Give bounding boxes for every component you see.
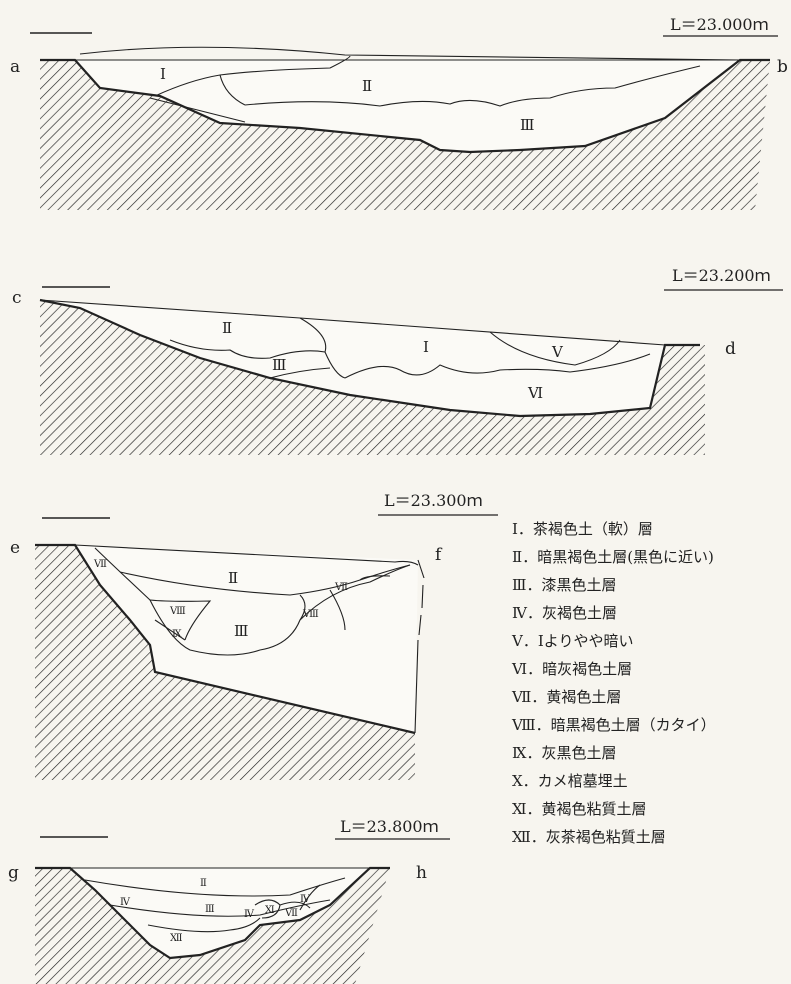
level-label: L＝23.800ｍ (340, 817, 439, 836)
pit-outline (39, 298, 700, 418)
level-label: L＝23.300ｍ (384, 491, 483, 510)
layer-label: Ⅱ (228, 569, 238, 587)
layer-label: Ⅱ (362, 77, 372, 95)
point-label-right: h (416, 863, 427, 883)
legend-item: Ⅴ．Ⅰよりやや暗い (511, 632, 633, 650)
legend-item: Ⅵ．暗灰褐色土層 (511, 660, 632, 678)
point-label-left: a (10, 57, 20, 77)
section-gh: L＝23.800ｍ g h Ⅱ Ⅳ Ⅲ Ⅳ Ⅺ Ⅶ Ⅳ Ⅻ (8, 817, 450, 984)
layer-label: Ⅷ (169, 606, 186, 617)
section-ab: L＝23.000ｍ a b Ⅰ Ⅱ Ⅲ (10, 15, 788, 210)
legend-item: Ⅺ．黄褐色粘質土層 (512, 800, 647, 818)
layer-label: Ⅳ (120, 897, 131, 908)
layer-label: Ⅱ (222, 319, 232, 337)
layer-label: Ⅰ (423, 338, 429, 356)
point-label-left: c (12, 288, 22, 308)
legend-item: Ⅶ．黄褐色土層 (511, 688, 621, 706)
legend-item: Ⅻ．灰茶褐色粘質土層 (512, 828, 666, 846)
layer-label: Ⅻ (170, 933, 183, 944)
ground-hatching (35, 545, 415, 780)
point-label-right: d (725, 339, 736, 359)
layer-label: Ⅲ (520, 116, 534, 134)
layer-label: Ⅶ (284, 908, 298, 919)
layer-label: Ⅲ (272, 356, 286, 374)
layer-label: Ⅵ (527, 384, 543, 402)
legend-item: Ⅱ．暗黒褐色土層(黒色に近い) (512, 548, 714, 566)
ground-hatching (35, 868, 390, 984)
layer-label: Ⅷ (302, 609, 319, 620)
legend-item: Ⅲ．漆黒色土層 (512, 576, 616, 594)
layer-label: Ⅳ (244, 909, 255, 920)
layer-label: Ⅴ (551, 343, 564, 361)
legend-item: Ⅸ．灰黒色土層 (512, 744, 616, 762)
legend-item: Ⅹ．カメ棺墓埋土 (512, 772, 628, 790)
layer-label: Ⅺ (265, 905, 275, 916)
layer-label: Ⅰ (160, 65, 166, 83)
layer-label: Ⅶ (93, 559, 107, 570)
level-label: L＝23.000ｍ (670, 15, 769, 34)
pit-outline (40, 58, 770, 154)
layer-label: Ⅸ (172, 629, 182, 640)
section-cd: L＝23.200ｍ c d Ⅱ Ⅲ Ⅰ Ⅴ Ⅵ (12, 266, 783, 455)
layer-label: Ⅶ (334, 582, 348, 593)
point-label-right: f (435, 545, 443, 565)
section-ef: L＝23.300ｍ e f Ⅶ Ⅱ Ⅶ Ⅷ Ⅸ Ⅲ Ⅷ (10, 491, 498, 780)
layer-label: Ⅱ (200, 878, 207, 889)
layer-label: Ⅲ (234, 622, 248, 640)
legend-item: Ⅷ．暗黒褐色土層（カタイ） (511, 716, 716, 734)
level-label: L＝23.200ｍ (672, 266, 771, 285)
ground-hatching (40, 60, 770, 210)
point-label-left: g (8, 863, 19, 883)
point-label-left: e (10, 538, 20, 558)
legend-item: Ⅳ．灰褐色土層 (512, 604, 617, 622)
pit-outline (35, 866, 390, 960)
layer-label: Ⅳ (300, 894, 311, 905)
point-label-right: b (777, 57, 788, 77)
legend-item: Ⅰ．茶褐色土（軟）層 (512, 520, 653, 538)
layer-legend: Ⅰ．茶褐色土（軟）層 Ⅱ．暗黒褐色土層(黒色に近い) Ⅲ．漆黒色土層 Ⅳ．灰褐色… (511, 520, 716, 846)
layer-label: Ⅲ (205, 904, 215, 915)
